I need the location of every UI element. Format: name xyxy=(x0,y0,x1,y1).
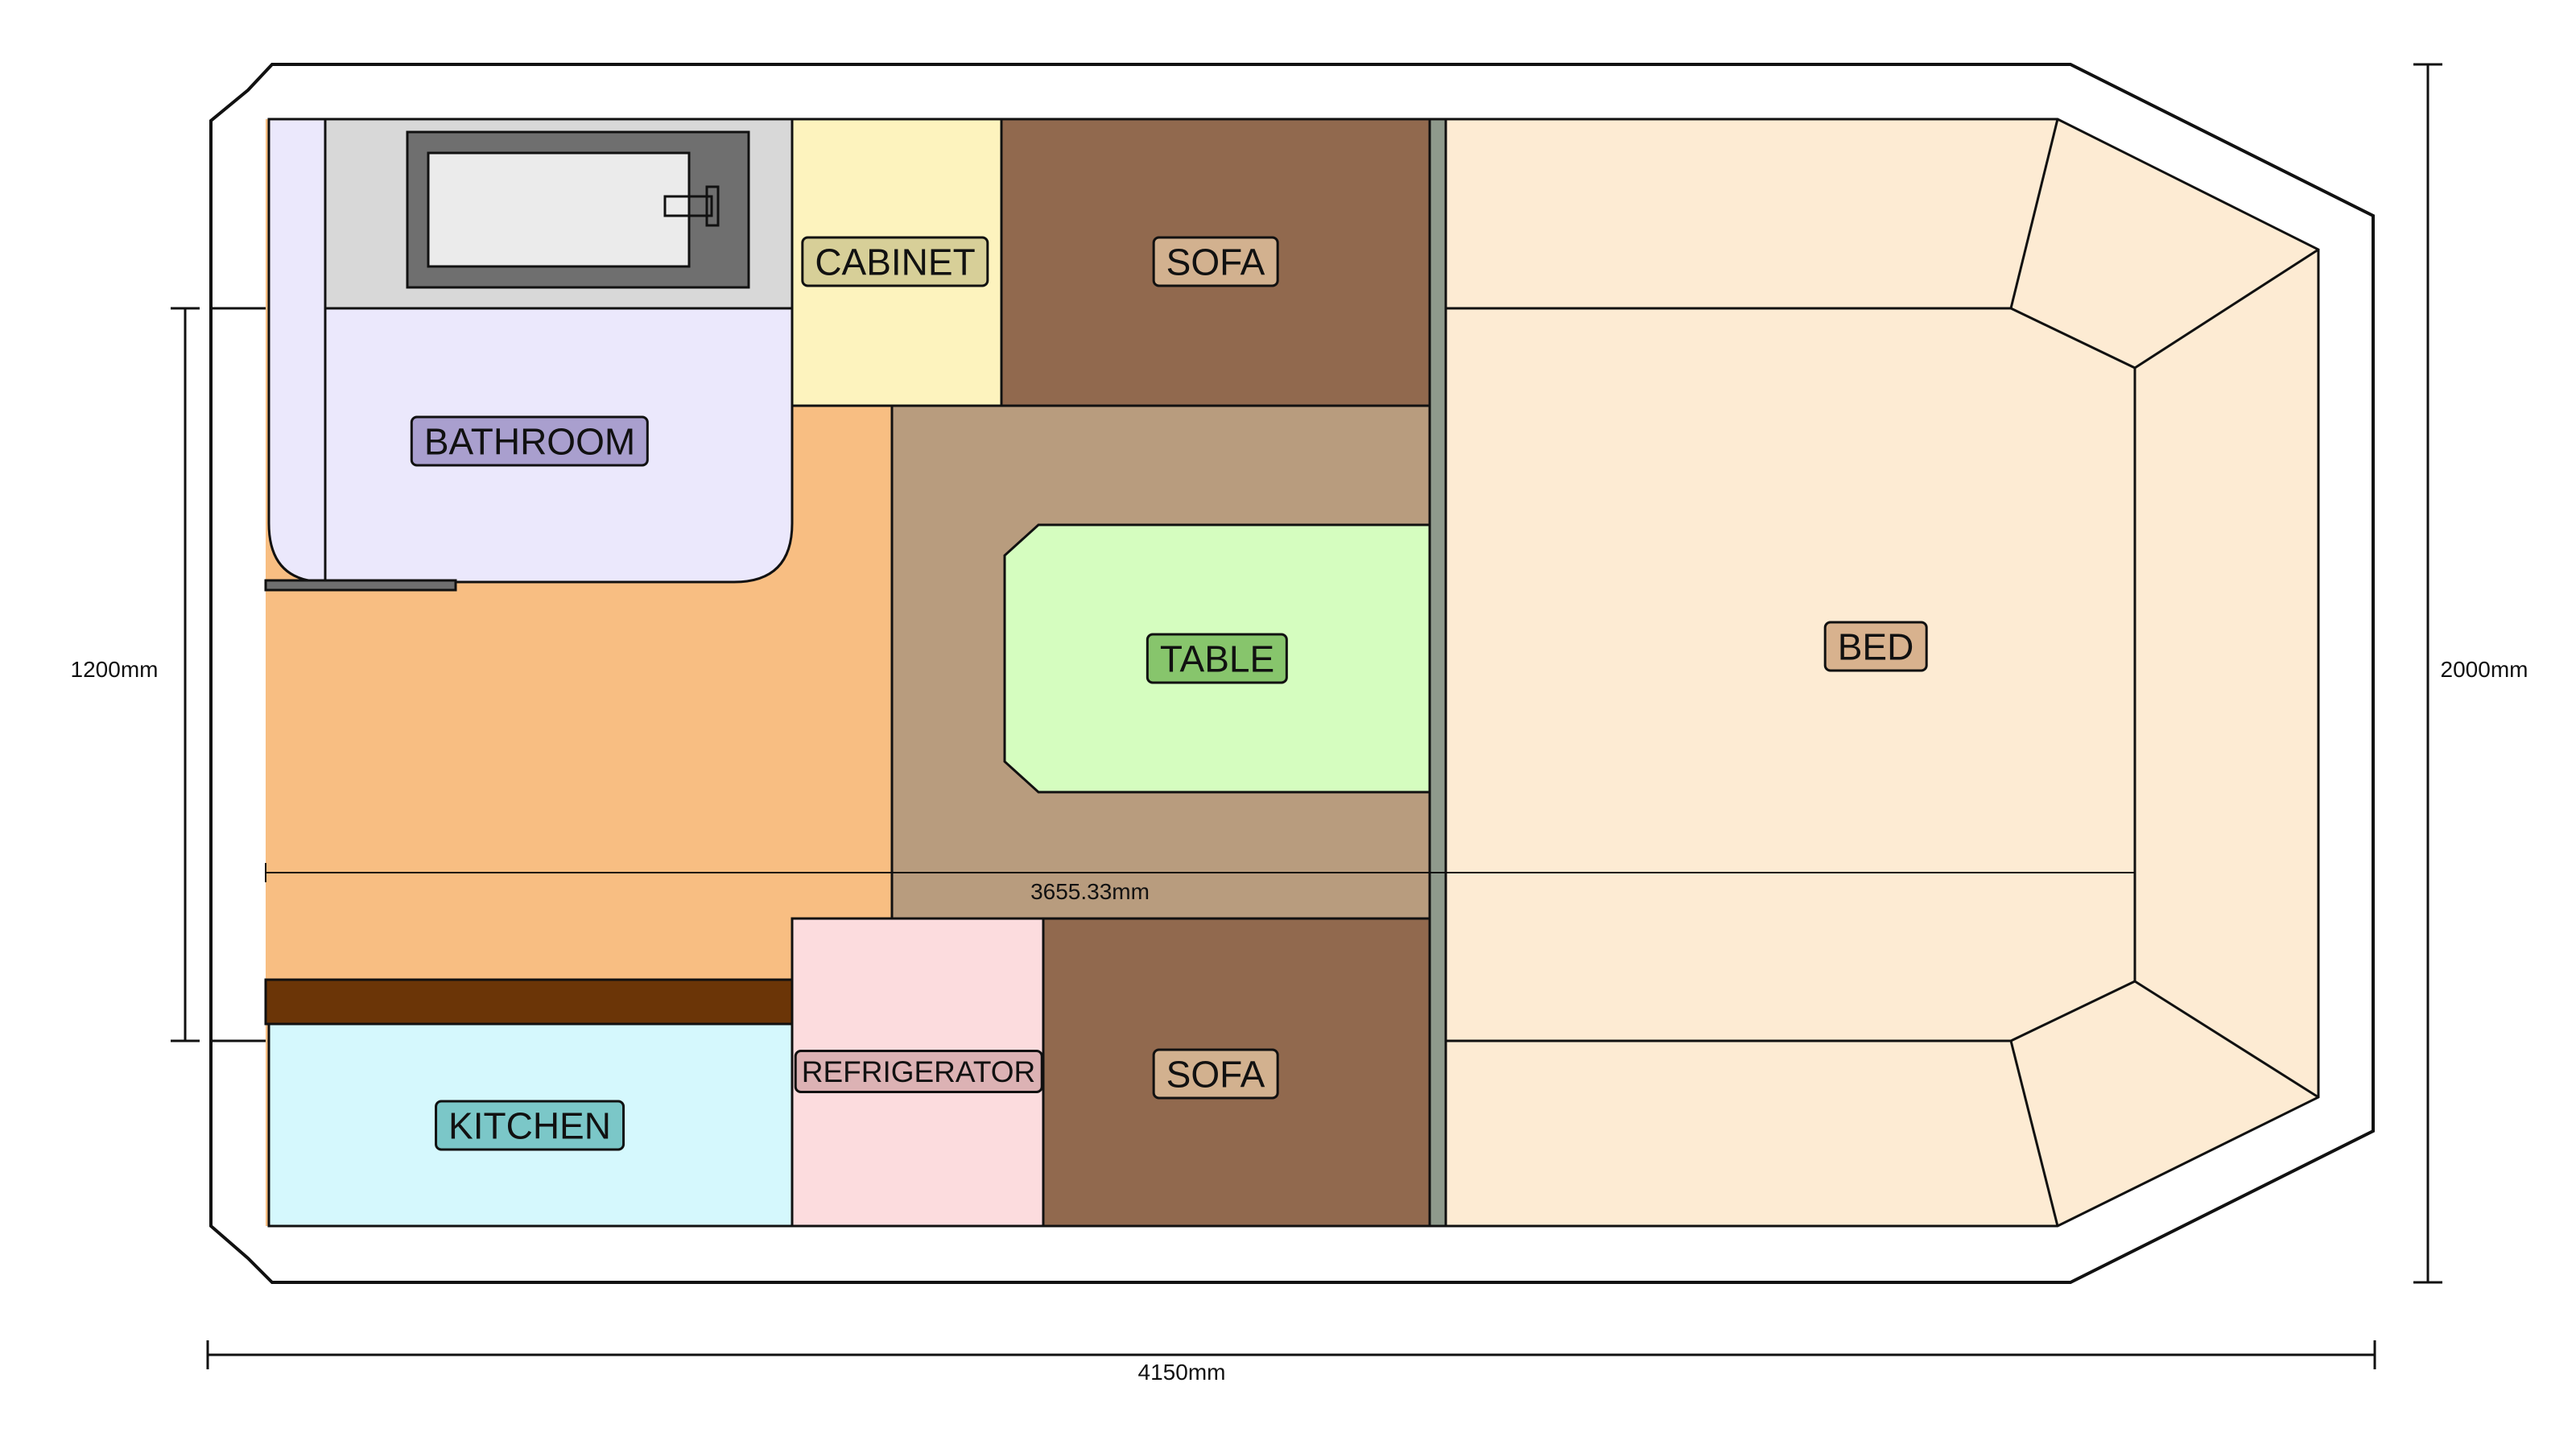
right-dimension-label: 2000mm xyxy=(2440,657,2529,682)
tub-faucet-handle xyxy=(705,185,720,227)
bed-line xyxy=(2009,118,2059,309)
kitchen-label: KITCHEN xyxy=(435,1100,625,1151)
bed-line xyxy=(2134,248,2319,369)
refrigerator-label: REFRIGERATOR xyxy=(794,1050,1043,1093)
left-dimension-label: 1200mm xyxy=(70,657,159,682)
bathroom-door-bar xyxy=(264,579,457,592)
sofa-bottom-label: SOFA xyxy=(1152,1048,1279,1100)
bathtub-basin xyxy=(427,151,691,268)
bed-line xyxy=(2134,980,2319,1099)
kitchen-counter xyxy=(264,978,794,1026)
bed-line xyxy=(2010,980,2136,1042)
bathroom-area xyxy=(267,118,794,584)
inner-dimension-label: 3655.33mm xyxy=(1030,879,1150,904)
bathroom-label: BATHROOM xyxy=(410,415,650,467)
tub-faucet-pipe xyxy=(663,195,713,217)
sofa-top-label: SOFA xyxy=(1152,236,1279,287)
cabinet-label: CABINET xyxy=(801,236,989,287)
bed-line xyxy=(2009,1040,2059,1227)
table-label: TABLE xyxy=(1146,633,1289,684)
bed-label: BED xyxy=(1823,621,1928,672)
sofa-bottom-area xyxy=(1042,917,1431,1228)
bed-line xyxy=(2010,307,2136,369)
bottom-dimension-label: 4150mm xyxy=(1137,1360,1226,1385)
